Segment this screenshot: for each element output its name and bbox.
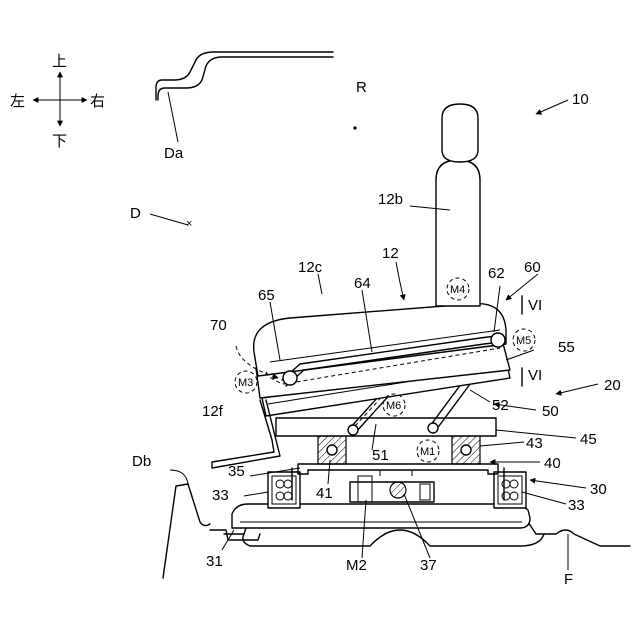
label-F: F	[564, 571, 573, 588]
seat-back	[436, 104, 480, 306]
label-M6: M6	[386, 400, 401, 412]
label-65: 65	[258, 287, 275, 304]
label-M5: M5	[516, 335, 531, 347]
rotation-blocks	[318, 436, 480, 464]
label-M3: M3	[238, 377, 253, 389]
label-50: 50	[542, 403, 559, 420]
label-35: 35	[228, 463, 245, 480]
label-M4: M4	[450, 284, 465, 296]
label-30: 30	[590, 481, 607, 498]
label-M2: M2	[346, 557, 367, 574]
label-51: 51	[372, 447, 389, 464]
label-52: 52	[492, 397, 509, 414]
door-trim-lower	[163, 470, 210, 578]
label-VI-bot: VI	[528, 367, 542, 384]
label-Db: Db	[132, 453, 151, 470]
label-62: 62	[488, 265, 505, 282]
label-10: 10	[572, 91, 589, 108]
direction-right: 右	[90, 92, 105, 110]
label-31: 31	[206, 553, 223, 570]
label-R: R	[356, 79, 367, 96]
label-20: 20	[604, 377, 621, 394]
direction-down: 下	[52, 132, 67, 150]
label-12f: 12f	[202, 403, 224, 420]
label-33-left: 33	[212, 487, 229, 504]
door-trim-upper	[156, 52, 333, 142]
label-Da: Da	[164, 145, 184, 162]
rail-right	[494, 472, 526, 508]
plate-45	[276, 418, 496, 436]
label-12c: 12c	[298, 259, 323, 276]
label-12b: 12b	[378, 191, 403, 208]
label-41: 41	[316, 485, 333, 502]
direction-compass: 上 下 左 右	[10, 52, 105, 150]
label-45: 45	[580, 431, 597, 448]
label-12: 12	[382, 245, 399, 262]
label-D: D	[130, 205, 141, 222]
label-40: 40	[544, 455, 561, 472]
direction-up: 上	[52, 52, 67, 70]
label-60: 60	[524, 259, 541, 276]
label-33-right: 33	[568, 497, 585, 514]
svg-text:×: ×	[186, 218, 192, 230]
rail-left	[268, 472, 300, 508]
label-64: 64	[354, 275, 371, 292]
label-43: 43	[526, 435, 543, 452]
label-55: 55	[558, 339, 575, 356]
motor-m2	[350, 470, 434, 502]
label-37: 37	[420, 557, 437, 574]
label-70: 70	[210, 317, 227, 334]
label-VI-top: VI	[528, 297, 542, 314]
direction-left: 左	[10, 92, 25, 110]
label-M1: M1	[420, 446, 435, 458]
